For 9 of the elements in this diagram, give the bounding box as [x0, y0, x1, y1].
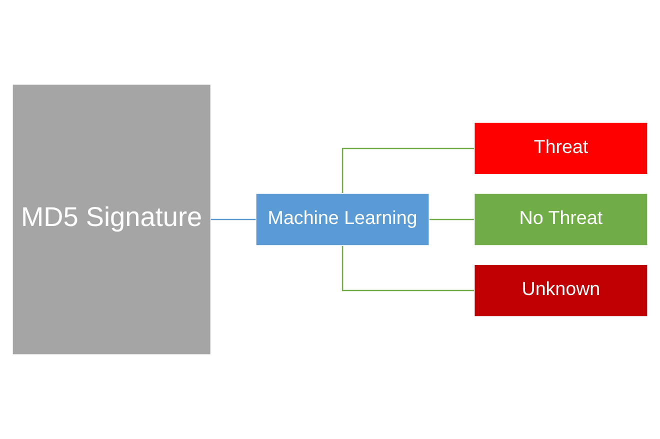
node-box: Threat [474, 122, 648, 176]
connector [429, 218, 474, 220]
connector [342, 148, 474, 194]
connector [210, 218, 256, 220]
node-box: Unknown [474, 264, 648, 318]
node-box: Machine Learning [255, 192, 430, 246]
node-box: No Threat [474, 192, 648, 246]
connector [342, 246, 474, 292]
node-box: MD5 Signature [12, 84, 212, 356]
